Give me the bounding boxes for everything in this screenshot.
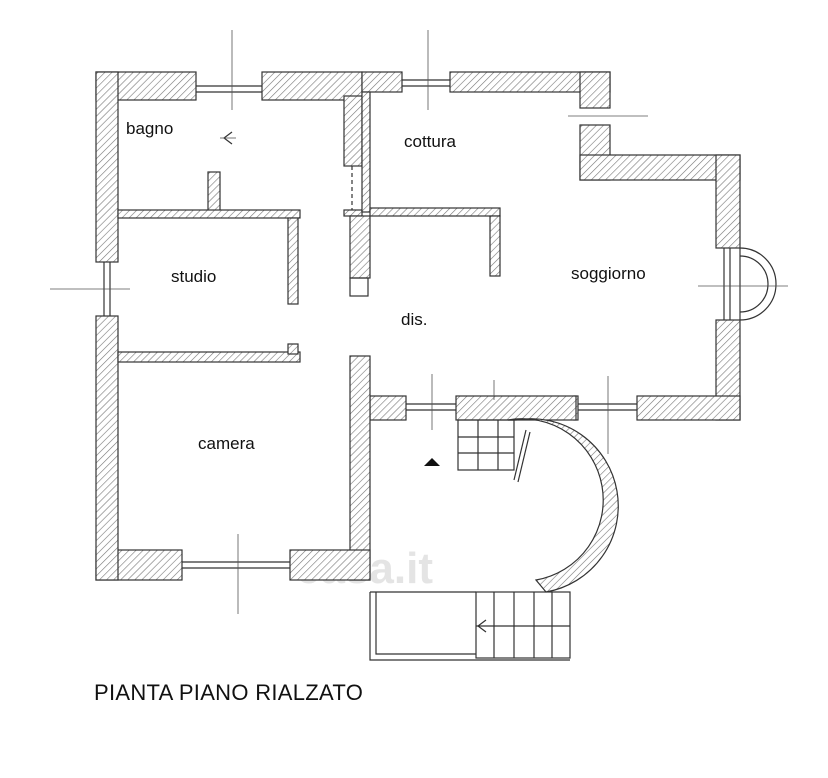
interior-walls xyxy=(117,91,501,363)
bay-window xyxy=(739,247,777,321)
upper-stairs xyxy=(457,419,531,483)
entrance-arrow-icon xyxy=(424,458,440,466)
outer-walls xyxy=(95,71,741,581)
plan-title: PIANTA PIANO RIALZATO xyxy=(94,680,364,705)
axis-lines xyxy=(50,30,788,614)
openings xyxy=(103,79,731,569)
room-label-soggiorno: soggiorno xyxy=(571,264,646,283)
lower-stairs xyxy=(475,591,571,659)
room-label-bagno: bagno xyxy=(126,119,174,138)
room-label-camera: camera xyxy=(198,434,255,453)
terrace-outline xyxy=(369,458,570,661)
room-label-studio: studio xyxy=(171,267,217,286)
room-label-dis: dis. xyxy=(401,310,428,329)
room-label-cottura: cottura xyxy=(404,132,456,151)
stair-curve xyxy=(507,418,619,593)
